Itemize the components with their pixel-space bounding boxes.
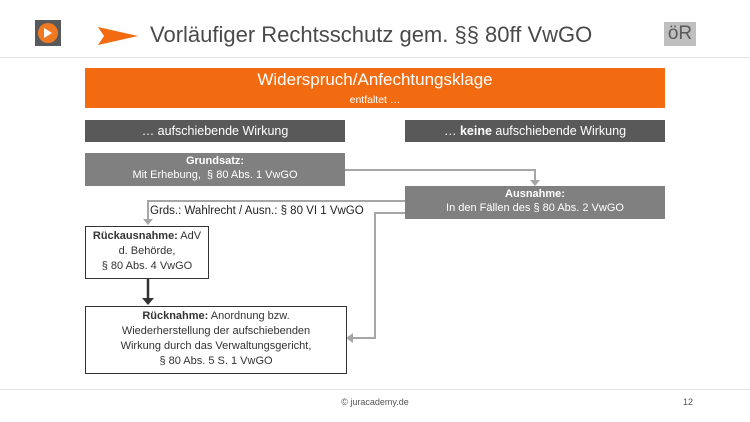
keine-aufschiebende-wirkung-bar: … keine aufschiebende Wirkung [405, 120, 665, 142]
play-icon [38, 23, 58, 43]
connector-grundsatz-ausnahme [345, 169, 536, 181]
grundsatz-title: Grundsatz: [185, 155, 245, 167]
connector-ausnahme-ruecknahme [352, 212, 405, 339]
ruecknahme-line3: Wirkung durch das Verwaltungsgericht, [120, 340, 312, 352]
rueckausnahme-title: Rückausnahme: [92, 230, 178, 242]
right-bar-prefix: … [443, 124, 460, 138]
footer-divider [0, 389, 750, 390]
widerspruch-subtitle: entfaltet … [349, 94, 401, 106]
rueckausnahme-line1: AdV [177, 230, 202, 242]
play-button[interactable] [35, 20, 61, 46]
footer-copyright: © juracademy.de [341, 397, 409, 407]
wahlrecht-label: Grds.: Wahlrecht / Ausn.: § 80 VI 1 VwGO [150, 205, 364, 217]
arrow-icon [98, 27, 138, 45]
subject-badge: öR [664, 22, 696, 46]
header-divider [0, 57, 750, 58]
page-title: Vorläufiger Rechtsschutz gem. §§ 80ff Vw… [150, 22, 593, 47]
ausnahme-box: Ausnahme: In den Fällen des § 80 Abs. 2 … [405, 186, 665, 219]
ruecknahme-line4: § 80 Abs. 5 S. 1 VwGO [159, 355, 273, 367]
connector-ausnahme-rueckausnahme [147, 200, 405, 220]
right-bar-bold: keine [459, 124, 492, 138]
rueckausnahme-line3: § 80 Abs. 4 VwGO [101, 260, 193, 272]
ausnahme-title: Ausnahme: [505, 188, 565, 200]
ruecknahme-box: Rücknahme: Anordnung bzw. Wiederherstell… [85, 306, 347, 374]
rueckausnahme-line2: d. Behörde, [118, 245, 176, 257]
grundsatz-text: Mit Erhebung, § 80 Abs. 1 VwGO [132, 169, 298, 181]
widerspruch-box: Widerspruch/Anfechtungsklage entfaltet … [85, 68, 665, 108]
ruecknahme-line2: Wiederherstellung der aufschiebenden [121, 325, 311, 337]
right-bar-suffix: aufschiebende Wirkung [491, 124, 627, 138]
ausnahme-text: In den Fällen des § 80 Abs. 2 VwGO [446, 202, 624, 214]
ruecknahme-line1: Anordnung bzw. [208, 310, 290, 322]
widerspruch-title: Widerspruch/Anfechtungsklage [257, 70, 493, 89]
ruecknahme-title: Rücknahme: [142, 310, 209, 322]
aufschiebende-wirkung-bar: … aufschiebende Wirkung [85, 120, 345, 142]
rueckausnahme-box: Rückausnahme: AdV d. Behörde, § 80 Abs. … [85, 226, 209, 279]
grundsatz-box: Grundsatz: Mit Erhebung, § 80 Abs. 1 VwG… [85, 153, 345, 186]
page-number: 12 [683, 397, 694, 407]
